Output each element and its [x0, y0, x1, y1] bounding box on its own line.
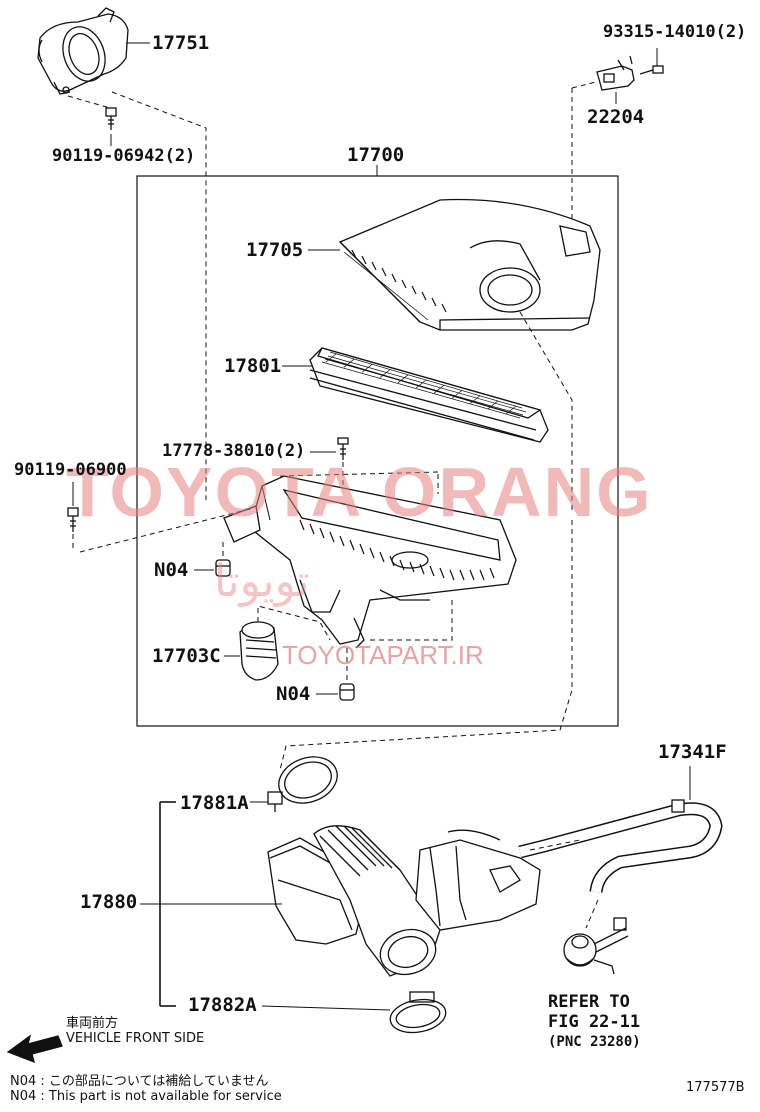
air-filter-element-17801 — [309, 347, 549, 443]
filter-mesh-line — [343, 358, 355, 368]
label-n04-lower: N04 — [276, 683, 311, 705]
label-17703c: 17703C — [152, 645, 221, 667]
watermark-brand: TOYOTA ORANG — [66, 453, 653, 531]
watermark-persian: تویوتا — [214, 556, 310, 607]
filter-mesh-line — [415, 379, 427, 389]
air-cleaner-cap-17705 — [338, 198, 601, 331]
filter-mesh-line — [325, 353, 337, 363]
screw-93315-14010 — [639, 65, 664, 75]
drain-valve-17703c — [239, 621, 279, 681]
arrow-left-icon — [6, 1034, 63, 1064]
label-90119-06942: 90119-06942(2) — [52, 146, 196, 166]
label-17881a: 17881A — [180, 792, 249, 814]
label-22204: 22204 — [587, 106, 645, 128]
bolt-90119-06942 — [105, 107, 117, 130]
footnote-jp: N04 : この部品については補給していません — [10, 1074, 269, 1089]
air-cleaner-case — [223, 475, 517, 649]
label-17341f: 17341F — [658, 741, 727, 763]
figure-id: 177577B — [686, 1080, 745, 1095]
label-17882a: 17882A — [188, 994, 257, 1016]
filter-mesh-line — [321, 361, 521, 419]
filter-mesh-line — [433, 384, 445, 394]
watermark-url: TOYOTAPART.IR — [282, 640, 484, 670]
label-90119-06900: 90119-06900 — [14, 460, 127, 480]
hose-clamp-17881a — [267, 756, 338, 812]
bolt-90119-06900 — [67, 507, 79, 532]
grommet-n04-upper — [215, 559, 231, 577]
refer-line-1: REFER TO — [548, 992, 630, 1012]
filter-mesh-line — [469, 395, 481, 404]
label-17778-38010: 17778-38010(2) — [162, 441, 306, 461]
filter-mesh-line — [505, 405, 517, 415]
clip-17778-38010 — [337, 437, 349, 460]
label-17700: 17700 — [347, 144, 405, 166]
label-93315-14010: 93315-14010(2) — [603, 22, 747, 42]
label-17751: 17751 — [152, 32, 210, 54]
label-n04-upper: N04 — [154, 559, 189, 581]
airflow-sensor-22204 — [596, 55, 635, 91]
intake-duct-17751 — [37, 7, 129, 95]
vehicle-front-jp: 車両前方 — [66, 1016, 119, 1031]
grommet-n04-lower — [339, 683, 355, 701]
filter-mesh-line — [379, 369, 391, 378]
filter-mesh-line — [327, 355, 527, 413]
label-17801: 17801 — [224, 355, 282, 377]
hose-clamp-17882a — [389, 991, 447, 1034]
intake-inlet-17880 — [267, 825, 541, 977]
footnote-en: N04 : This part is not available for ser… — [10, 1089, 282, 1104]
label-17705: 17705 — [246, 239, 304, 261]
filter-mesh-line — [487, 400, 499, 410]
pcv-valve-referenced — [563, 917, 629, 975]
filter-mesh-line — [361, 364, 373, 373]
hose-17341f — [518, 799, 723, 894]
filter-mesh-line — [397, 374, 409, 384]
refer-line-2: FIG 22-11 — [548, 1012, 641, 1032]
label-17880: 17880 — [80, 891, 138, 913]
refer-line-3: (PNC 23280) — [548, 1034, 641, 1050]
filter-mesh-line — [451, 390, 463, 399]
vehicle-front-en: VEHICLE FRONT SIDE — [66, 1031, 205, 1046]
filter-mesh-line — [324, 358, 524, 416]
